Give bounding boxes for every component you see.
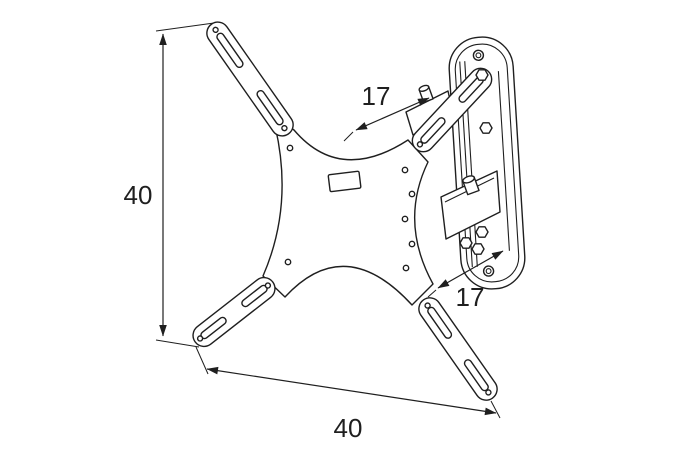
depth-bottom-dimension-label: 17 — [456, 282, 485, 312]
dimension-line — [206, 366, 497, 416]
arm-hole — [264, 282, 272, 289]
dimension-width: 40 — [195, 346, 501, 443]
vesa-hole — [408, 190, 416, 198]
dimension-line — [355, 97, 430, 131]
hinge-bolt — [462, 175, 480, 196]
hex-nut — [475, 69, 489, 81]
vesa-plate — [262, 113, 434, 306]
mounting-hole — [482, 265, 495, 277]
bracket-plate — [440, 170, 501, 240]
arm-hole — [212, 26, 219, 34]
vesa-hole — [401, 215, 409, 223]
vesa-hole — [402, 264, 410, 272]
mounting-hole-inner — [475, 52, 482, 59]
vesa-hole — [401, 166, 409, 174]
depth-top-dimension-label: 17 — [362, 81, 391, 111]
arm-bottom-left — [192, 276, 276, 348]
arm-hole — [424, 302, 431, 309]
extension-line — [490, 400, 501, 419]
dimension-depth-top: 17 — [343, 81, 430, 142]
dimension-height: 40 — [124, 22, 215, 348]
hex-nut — [471, 243, 485, 255]
width-dimension-label: 40 — [334, 413, 363, 443]
vesa-hole — [286, 144, 294, 152]
hex-nut — [475, 226, 489, 238]
mounting-hole — [472, 49, 485, 62]
height-dimension-label: 40 — [124, 180, 153, 210]
dimension-line — [437, 250, 504, 289]
vesa-hole — [408, 240, 416, 248]
bolt-head — [462, 175, 476, 184]
arm-top-right — [411, 67, 493, 153]
wall-plate-fasteners — [475, 69, 493, 238]
arm-top-left — [206, 21, 294, 137]
arm-hole — [416, 141, 424, 148]
extension-line — [155, 339, 200, 348]
extension-line — [427, 289, 437, 298]
hex-nut — [479, 122, 493, 134]
extension-line — [343, 131, 354, 142]
center-cutout — [327, 170, 362, 193]
arm-hole — [196, 335, 204, 342]
vesa-hole — [284, 258, 292, 266]
vesa-plate-outline — [262, 113, 434, 306]
bolt-head — [418, 84, 430, 92]
extension-line — [155, 22, 215, 32]
wall-plate-edge-line — [497, 71, 510, 251]
arm-slot — [216, 32, 244, 69]
dimension-depth-bottom: 17 — [427, 250, 504, 312]
extension-line — [195, 346, 209, 375]
arm-hole — [281, 124, 288, 132]
hex-nut — [459, 237, 473, 249]
arm-slot — [256, 89, 284, 126]
